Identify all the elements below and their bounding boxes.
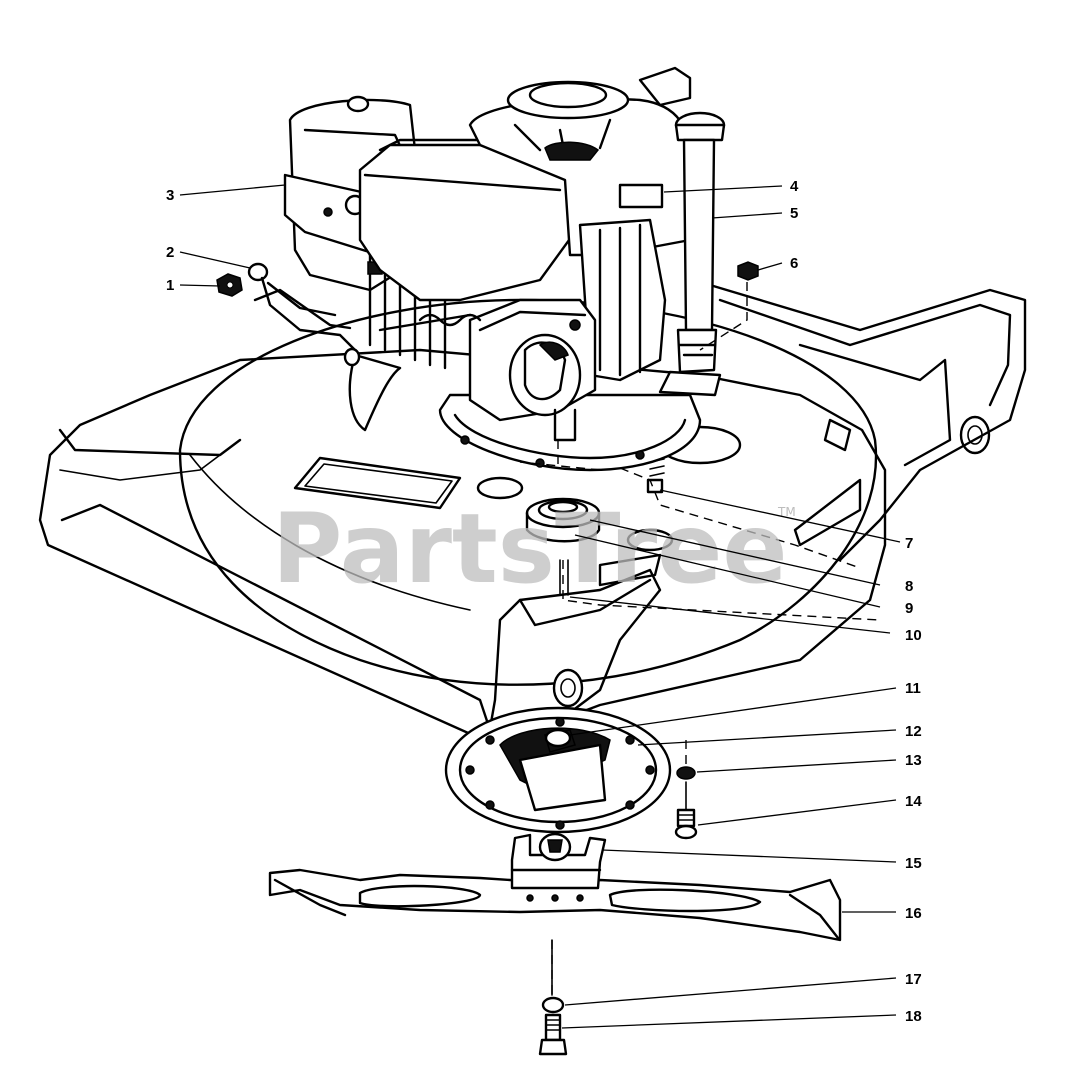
watermark: PartsTree TM xyxy=(272,493,796,605)
hardware xyxy=(216,261,759,1056)
callout-8: 8 xyxy=(905,578,913,595)
callout-9: 9 xyxy=(905,600,913,617)
washer-17 xyxy=(541,996,565,1014)
adapter-housing xyxy=(444,706,672,834)
oil-fill-tube xyxy=(658,111,726,397)
washer-2 xyxy=(247,262,269,282)
assembly-lines xyxy=(519,282,881,1000)
callout-10: 10 xyxy=(905,627,922,644)
watermark-text: PartsTree xyxy=(272,493,787,605)
engine-label xyxy=(618,183,664,209)
callout-14: 14 xyxy=(905,793,922,810)
watermark-trademark: TM xyxy=(777,505,796,519)
nut-1 xyxy=(216,273,243,297)
callout-3: 3 xyxy=(166,187,174,204)
bolt-18 xyxy=(538,939,568,1056)
nut-6 xyxy=(737,261,759,281)
spacer-8-9 xyxy=(525,497,601,596)
callouts: 1 2 3 4 5 6 7 8 9 10 11 12 13 14 15 16 1… xyxy=(166,178,922,1025)
callout-11: 11 xyxy=(905,680,921,697)
callout-1: 1 xyxy=(166,277,174,294)
bolt-14 xyxy=(674,781,698,840)
callout-6: 6 xyxy=(790,255,798,272)
leader-lines xyxy=(179,184,901,1029)
callout-18: 18 xyxy=(905,1008,922,1025)
callout-4: 4 xyxy=(790,178,799,195)
callout-5: 5 xyxy=(790,205,798,222)
callout-13: 13 xyxy=(905,752,922,769)
blade xyxy=(268,832,842,942)
engine xyxy=(283,66,726,472)
callout-16: 16 xyxy=(905,905,922,922)
callout-2: 2 xyxy=(166,244,174,261)
callout-17: 17 xyxy=(905,971,922,988)
callout-7: 7 xyxy=(905,535,913,552)
callout-15: 15 xyxy=(905,855,922,872)
washer-13 xyxy=(676,766,696,780)
callout-12: 12 xyxy=(905,723,922,740)
mower-deck xyxy=(38,283,1027,762)
